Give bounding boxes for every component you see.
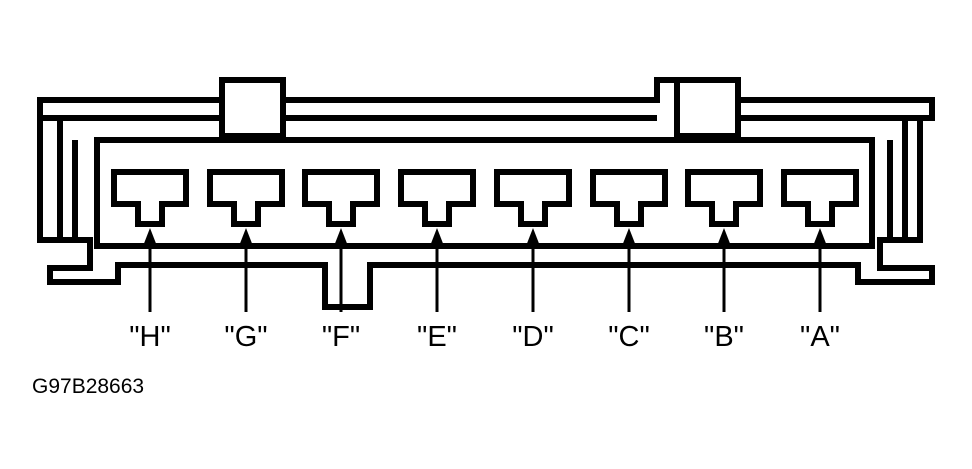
pin-arrow-head: [526, 228, 540, 246]
pin-label: "A": [800, 321, 840, 353]
pin-label: "G": [224, 321, 267, 353]
pin-5: "C": [590, 169, 668, 353]
right-side-rib: [887, 118, 908, 240]
pin-cavity: [302, 169, 380, 227]
pin-4: "D": [494, 169, 572, 353]
pin-7: "A": [781, 169, 859, 353]
pin-cavity: [781, 169, 859, 227]
latch-left: [219, 77, 286, 139]
pin-cavity: [207, 169, 285, 227]
cavity-frame: [94, 137, 875, 249]
pin-label: "H": [129, 321, 171, 353]
pin-arrow-head: [430, 228, 444, 246]
pin-3: "E": [398, 169, 476, 353]
pin-cavity: [398, 169, 476, 227]
pin-arrow-head: [239, 228, 253, 246]
pin-cavity: [111, 169, 189, 227]
pin-arrow-head: [143, 228, 157, 246]
housing-outer-outline: [37, 77, 935, 310]
pin-cavity: [590, 169, 668, 227]
latch-right: [674, 77, 741, 139]
pin-label: "F": [322, 321, 360, 353]
pin-arrow-head: [813, 228, 827, 246]
pin-label: "D": [512, 321, 554, 353]
pin-label: "C": [608, 321, 650, 353]
pin-cavity: [494, 169, 572, 227]
pin-2: "F": [302, 169, 380, 353]
pin-cavities: "H" "G" "F" "E" "D" "C" "B" "A": [111, 169, 859, 353]
pin-1: "G": [207, 169, 285, 353]
pin-arrow-head: [334, 228, 348, 246]
pin-label: "E": [417, 321, 457, 353]
pin-cavity: [685, 169, 763, 227]
pin-label: "B": [704, 321, 744, 353]
left-side-rib: [57, 118, 78, 240]
pin-6: "B": [685, 169, 763, 353]
pin-arrow-head: [717, 228, 731, 246]
figure-code: G97B28663: [32, 375, 144, 398]
connector-housing: [37, 77, 935, 310]
pin-0: "H": [111, 169, 189, 353]
pin-arrow-head: [622, 228, 636, 246]
